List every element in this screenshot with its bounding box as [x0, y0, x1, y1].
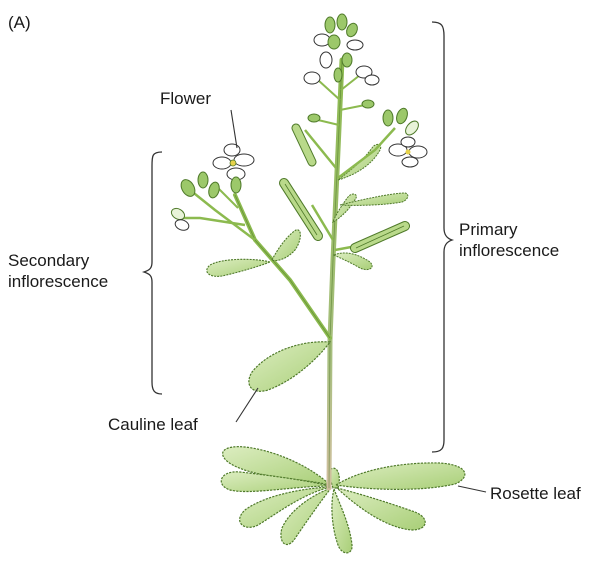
- rosette-leader-line: [458, 486, 486, 492]
- primary-right-flower: [389, 137, 427, 167]
- primary-branches: [284, 107, 427, 270]
- primary-inflorescence-label: Primary inflorescence: [459, 219, 559, 261]
- flower-leader-line: [231, 110, 237, 148]
- primary-bracket: [432, 22, 452, 452]
- secondary-label-line1: Secondary: [8, 250, 108, 271]
- secondary-bracket: [144, 152, 162, 394]
- flower-label: Flower: [160, 88, 211, 109]
- primary-label-line1: Primary: [459, 219, 559, 240]
- panel-label: (A): [8, 12, 31, 33]
- primary-label-line2: inflorescence: [459, 240, 559, 261]
- rosette: [221, 447, 465, 553]
- secondary-inflorescence-label: Secondary inflorescence: [8, 250, 108, 292]
- rosette-leaf-label: Rosette leaf: [490, 483, 581, 504]
- secondary-inflorescence: [169, 144, 330, 338]
- cauline-leader-line: [236, 388, 258, 422]
- secondary-label-line2: inflorescence: [8, 271, 108, 292]
- cauline-leaf-label: Cauline leaf: [108, 414, 198, 435]
- cauline-leaf: [249, 342, 330, 392]
- rosette-leaf-right-lower: [337, 488, 425, 530]
- rosette-leaf-right-upper: [336, 463, 465, 489]
